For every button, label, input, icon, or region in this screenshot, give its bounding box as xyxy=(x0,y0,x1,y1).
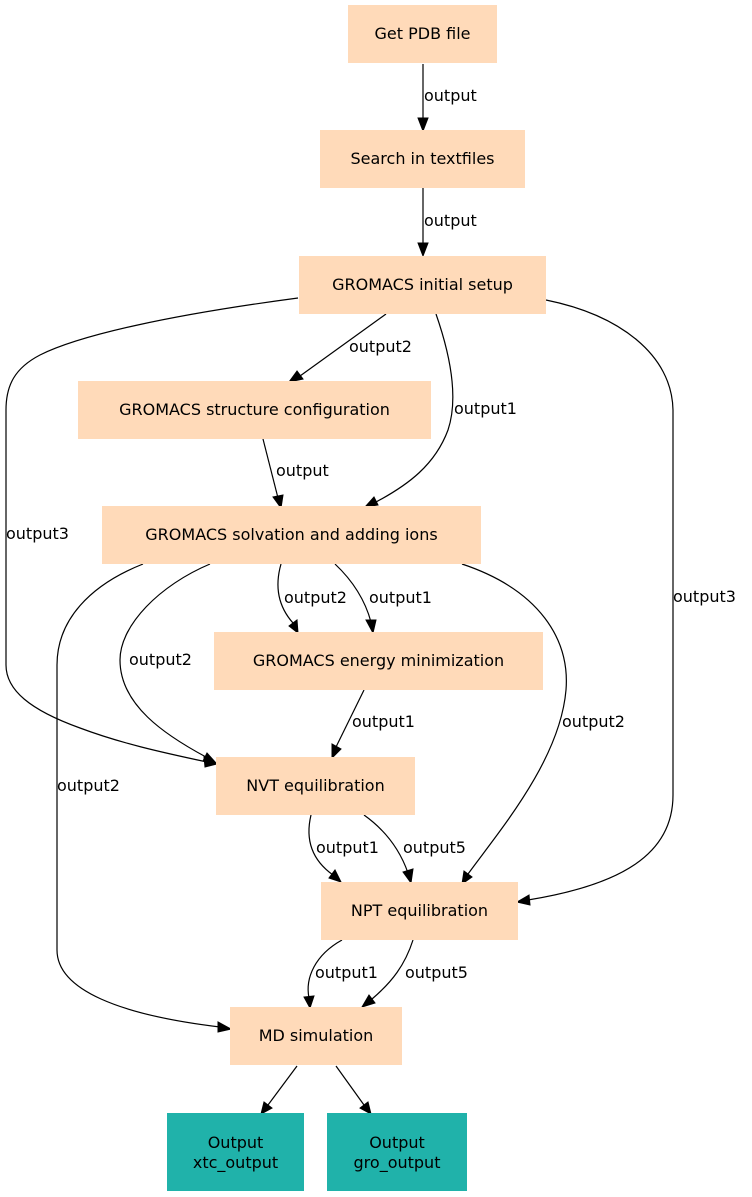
edge-label: output1 xyxy=(316,838,379,857)
edge-md-gro xyxy=(335,1065,372,1115)
edge-label: output xyxy=(424,86,477,105)
node-label: GROMACS structure configuration xyxy=(119,400,390,419)
edge-setup-npt: output3 xyxy=(515,299,736,906)
edge-label: output2 xyxy=(349,337,412,356)
node-label: GROMACS initial setup xyxy=(332,275,513,294)
edge-solvation-em-b: output1 xyxy=(334,563,432,635)
node-label: GROMACS solvation and adding ions xyxy=(145,525,437,544)
edge-label: output2 xyxy=(284,588,347,607)
edge-setup-solvation: output1 xyxy=(363,313,517,508)
edge-label: output2 xyxy=(57,776,120,795)
edge-label: output xyxy=(424,211,477,230)
node-label-line2: xtc_output xyxy=(193,1153,278,1173)
edge-label: output1 xyxy=(315,963,378,982)
node-search-in-textfiles: Search in textfiles xyxy=(320,130,525,188)
node-md-simulation: MD simulation xyxy=(230,1007,402,1065)
node-output-gro: Output gro_output xyxy=(327,1113,467,1191)
node-label: Search in textfiles xyxy=(350,149,494,168)
edge-struct-solvation: output xyxy=(262,438,329,510)
edge-label: output1 xyxy=(454,399,517,418)
edge-label: output3 xyxy=(673,587,736,606)
node-label: NVT equilibration xyxy=(246,776,384,795)
node-output-xtc: Output xtc_output xyxy=(167,1113,304,1191)
node-gromacs-energy-minimization: GROMACS energy minimization xyxy=(214,632,543,690)
edge-nvt-npt-a: output1 xyxy=(308,814,379,883)
node-label-line1: Output xyxy=(369,1133,425,1152)
node-nvt-equilibration: NVT equilibration xyxy=(216,757,415,815)
edge-getpdb-search: output xyxy=(417,64,477,133)
node-get-pdb-file: Get PDB file xyxy=(348,5,497,63)
edge-label: output1 xyxy=(369,588,432,607)
edge-nvt-npt-b: output5 xyxy=(363,814,466,885)
edge-solvation-em-a: output2 xyxy=(277,563,347,635)
edge-label: output3 xyxy=(6,524,69,543)
node-label-line1: Output xyxy=(208,1133,264,1152)
edge-label: output xyxy=(276,461,329,480)
node-label-line2: gro_output xyxy=(354,1153,441,1173)
node-label: Get PDB file xyxy=(375,24,471,43)
edge-search-setup: output xyxy=(417,188,477,258)
edge-label: output1 xyxy=(352,712,415,731)
node-label: NPT equilibration xyxy=(351,901,488,920)
edge-em-nvt: output1 xyxy=(331,689,415,760)
edge-label: output2 xyxy=(562,712,625,731)
edge-solvation-nvt: output2 xyxy=(119,563,218,764)
node-gromacs-structure-configuration: GROMACS structure configuration xyxy=(78,381,431,439)
edge-setup-struct: output2 xyxy=(287,313,412,383)
edge-label: output2 xyxy=(129,650,192,669)
node-npt-equilibration: NPT equilibration xyxy=(321,882,518,940)
edge-npt-md-b: output5 xyxy=(360,939,468,1008)
edge-npt-md-a: output1 xyxy=(303,939,378,1010)
node-label: MD simulation xyxy=(259,1026,374,1045)
edge-label: output5 xyxy=(403,838,466,857)
node-label: GROMACS energy minimization xyxy=(253,651,504,670)
edge-solvation-md: output2 xyxy=(56,563,233,1033)
node-gromacs-solvation: GROMACS solvation and adding ions xyxy=(102,506,481,564)
edge-md-xtc xyxy=(260,1065,298,1115)
edge-solvation-npt: output2 xyxy=(461,563,625,886)
edge-label: output5 xyxy=(405,963,468,982)
node-gromacs-initial-setup: GROMACS initial setup xyxy=(299,256,546,314)
